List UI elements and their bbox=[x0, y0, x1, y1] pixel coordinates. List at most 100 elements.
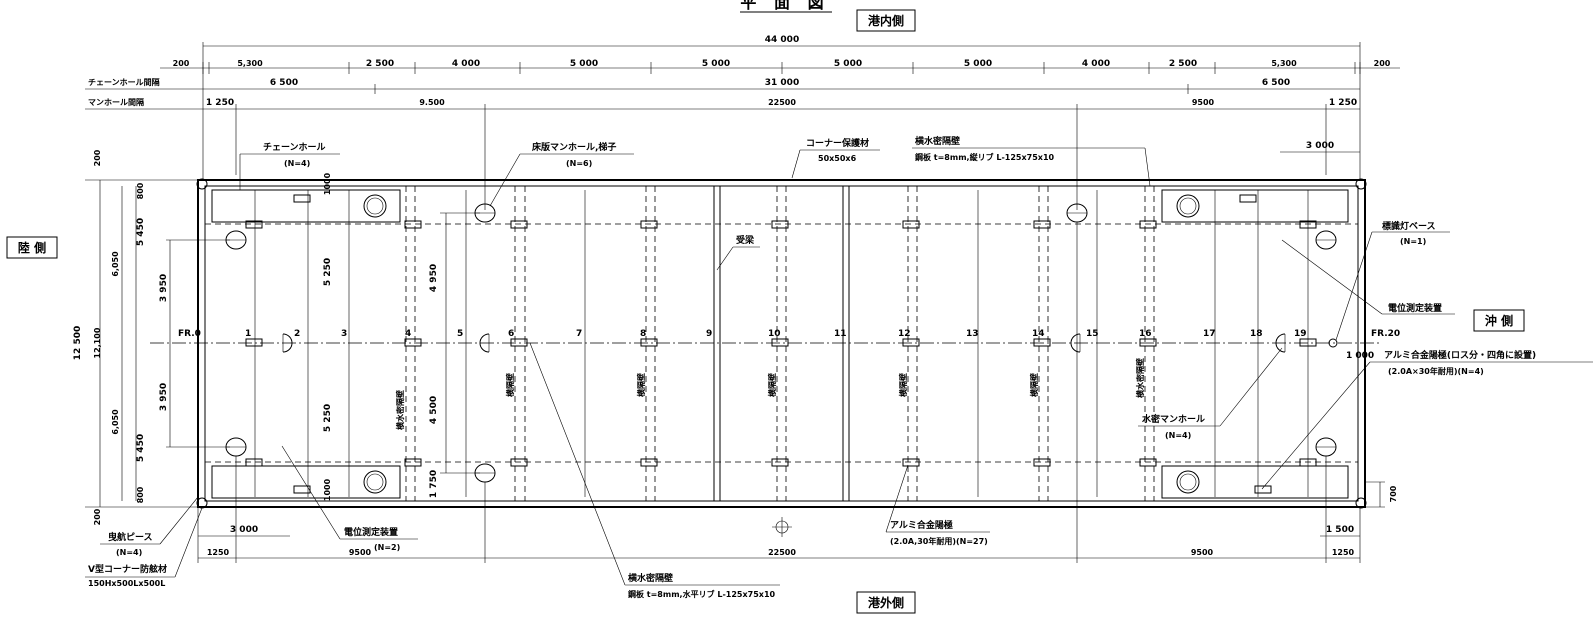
frame-15: 15 bbox=[1086, 329, 1099, 339]
dim-left-1750: 1 750 bbox=[429, 470, 439, 498]
frame-8: 8 bbox=[640, 329, 646, 339]
anodes bbox=[245, 194, 1317, 494]
dim-chain-1: 31 000 bbox=[765, 78, 799, 88]
callout-v-corner: V型コーナー防舷材 bbox=[88, 563, 167, 575]
dim-seg-1: 5,300 bbox=[237, 59, 263, 68]
sea-side-label: 沖 側 bbox=[1485, 313, 1513, 328]
dim-right-700: 700 bbox=[1389, 485, 1398, 502]
harbor-outer-label: 港外側 bbox=[868, 595, 904, 610]
dim-chain-2: 6 500 bbox=[1262, 78, 1290, 88]
frame-fr0: FR.0 bbox=[178, 329, 201, 339]
vlabel-partition-8: 横隔壁 bbox=[636, 373, 646, 397]
dim-seg-9: 2 500 bbox=[1169, 59, 1197, 69]
dim-bottom-seg-1: 9500 bbox=[349, 548, 372, 557]
callout-chain-hole: チェーンホール bbox=[263, 142, 326, 153]
vlabel-partition-10: 横隔壁 bbox=[767, 373, 777, 397]
land-side-box bbox=[6, 236, 58, 259]
frame-14: 14 bbox=[1032, 329, 1045, 339]
dim-left-5250-bottom: 5 250 bbox=[323, 404, 333, 432]
callout-deck-manhole-n: (N=6) bbox=[566, 159, 592, 168]
callouts: チェーンホール (N=4) 床版マンホール,梯子 (N=6) コーナー保護材 5… bbox=[85, 135, 1593, 599]
dim-seg-4: 5 000 bbox=[570, 59, 598, 69]
dim-chain-0: 6 500 bbox=[270, 78, 298, 88]
dim-bottom-seg-0: 1250 bbox=[207, 548, 230, 557]
hull-inner bbox=[204, 185, 1359, 502]
dim-left-800-top: 800 bbox=[136, 182, 145, 199]
callout-long-bulkhead-spec: 鋼板 t=8mm,縦リブ L-125x75x10 bbox=[914, 152, 1055, 162]
dim-left-4500: 4 500 bbox=[429, 396, 439, 424]
chain-hole-boxes bbox=[211, 189, 1349, 499]
dim-manhole-1: 9.500 bbox=[419, 98, 445, 107]
frame-16: 16 bbox=[1139, 329, 1152, 339]
frame-10: 10 bbox=[768, 329, 781, 339]
callout-trans-bulkhead: 横水密隔壁 bbox=[628, 572, 673, 584]
dim-bottom-seg-3: 9500 bbox=[1191, 548, 1214, 557]
hull-outer bbox=[197, 179, 1366, 508]
dim-right-3000: 3 000 bbox=[1306, 141, 1334, 151]
dim-seg-7: 5 000 bbox=[964, 59, 992, 69]
right-dimensions: 1 000 700 bbox=[1346, 351, 1398, 508]
sea-side-box bbox=[1473, 309, 1525, 332]
dim-seg-6: 5 000 bbox=[834, 59, 862, 69]
dim-left-200-top: 200 bbox=[93, 149, 102, 166]
dim-left-5250-top: 5 250 bbox=[323, 258, 333, 286]
dim-bottom-seg-4: 1250 bbox=[1332, 548, 1355, 557]
land-side-label: 陸 側 bbox=[18, 240, 46, 255]
callout-anode-right-spec: (2.0A×30年耐用)(N=4) bbox=[1388, 366, 1484, 376]
callout-potential-bottom-n: (N=2) bbox=[374, 543, 400, 552]
frame-lines bbox=[254, 185, 1309, 502]
dim-left-4950: 4 950 bbox=[429, 264, 439, 292]
left-dimensions: 12 500 12,100 6,050 6,050 200 200 800 80… bbox=[73, 149, 480, 525]
dim-seg-10: 5,300 bbox=[1271, 59, 1297, 68]
harbor-inner-box bbox=[856, 9, 916, 32]
frame-5: 5 bbox=[457, 329, 463, 339]
dim-seg-5: 5 000 bbox=[702, 59, 730, 69]
dim-left-1000-top: 1000 bbox=[323, 172, 332, 195]
frame-12: 12 bbox=[898, 329, 911, 339]
harbor-outer-box bbox=[856, 591, 916, 614]
callout-water-manhole-n: (N=4) bbox=[1165, 431, 1191, 440]
callout-corner-protector: コーナー保護材 bbox=[806, 137, 869, 149]
dim-bottom-right-1500: 1 500 bbox=[1326, 525, 1354, 535]
dim-right-1000: 1 000 bbox=[1346, 351, 1374, 361]
dim-bottom-left-3000: 3 000 bbox=[230, 525, 258, 535]
dim-left-1000-bottom: 1000 bbox=[323, 478, 332, 501]
frame-7: 7 bbox=[576, 329, 582, 339]
frame-fr20: FR.20 bbox=[1371, 329, 1400, 339]
frame-13: 13 bbox=[966, 329, 979, 339]
dim-manhole-3: 9500 bbox=[1192, 98, 1215, 107]
row-label-chain: チェーンホール間隔 bbox=[88, 77, 160, 87]
dim-left-lower-6050: 6,050 bbox=[111, 409, 120, 435]
frame-2: 2 bbox=[294, 329, 300, 339]
dim-manhole-0: 1 250 bbox=[206, 98, 234, 108]
callout-chain-hole-n: (N=4) bbox=[284, 159, 310, 168]
callout-beam: 受梁 bbox=[736, 234, 755, 246]
dim-seg-2: 2 500 bbox=[366, 59, 394, 69]
vlabel-bulkhead-16: 横水密隔壁 bbox=[1135, 358, 1145, 398]
callout-potential-bottom: 電位測定装置 bbox=[344, 526, 398, 538]
vlabel-partition-6: 横隔壁 bbox=[505, 373, 515, 397]
dim-left-800-bottom: 800 bbox=[136, 486, 145, 503]
frame-9: 9 bbox=[706, 329, 712, 339]
dim-left-inner: 12,100 bbox=[93, 327, 102, 358]
frame-19: 19 bbox=[1294, 329, 1307, 339]
callout-deck-manhole: 床版マンホール,梯子 bbox=[532, 141, 616, 153]
frame-3: 3 bbox=[341, 329, 347, 339]
callout-anode-bottom-spec: (2.0A,30年耐用)(N=27) bbox=[890, 536, 988, 546]
dim-overall-length: 44 000 bbox=[765, 35, 799, 45]
light-base-symbol bbox=[1328, 338, 1338, 348]
callout-water-manhole: 水密マンホール bbox=[1142, 413, 1205, 425]
dim-seg-3: 4 000 bbox=[452, 59, 480, 69]
vertical-bulkhead-labels: 横水密隔壁 横水密隔壁 横隔壁 横隔壁 横隔壁 横隔壁 横隔壁 bbox=[395, 358, 1145, 430]
dim-seg-8: 4 000 bbox=[1082, 59, 1110, 69]
row-label-manhole: マンホール間隔 bbox=[88, 97, 144, 107]
dim-seg-11: 200 bbox=[1374, 59, 1391, 68]
frame-11: 11 bbox=[834, 329, 847, 339]
callout-bitt-piece: 曳航ピース bbox=[108, 531, 153, 543]
dim-bottom-seg-2: 22500 bbox=[768, 548, 796, 557]
frame-6: 6 bbox=[508, 329, 514, 339]
callout-trans-bulkhead-spec: 鋼板 t=8mm,水平リブ L-125x75x10 bbox=[627, 589, 776, 599]
callout-anode-bottom: アルミ合金陽極 bbox=[890, 519, 953, 531]
callout-bitt-piece-n: (N=4) bbox=[116, 548, 142, 557]
